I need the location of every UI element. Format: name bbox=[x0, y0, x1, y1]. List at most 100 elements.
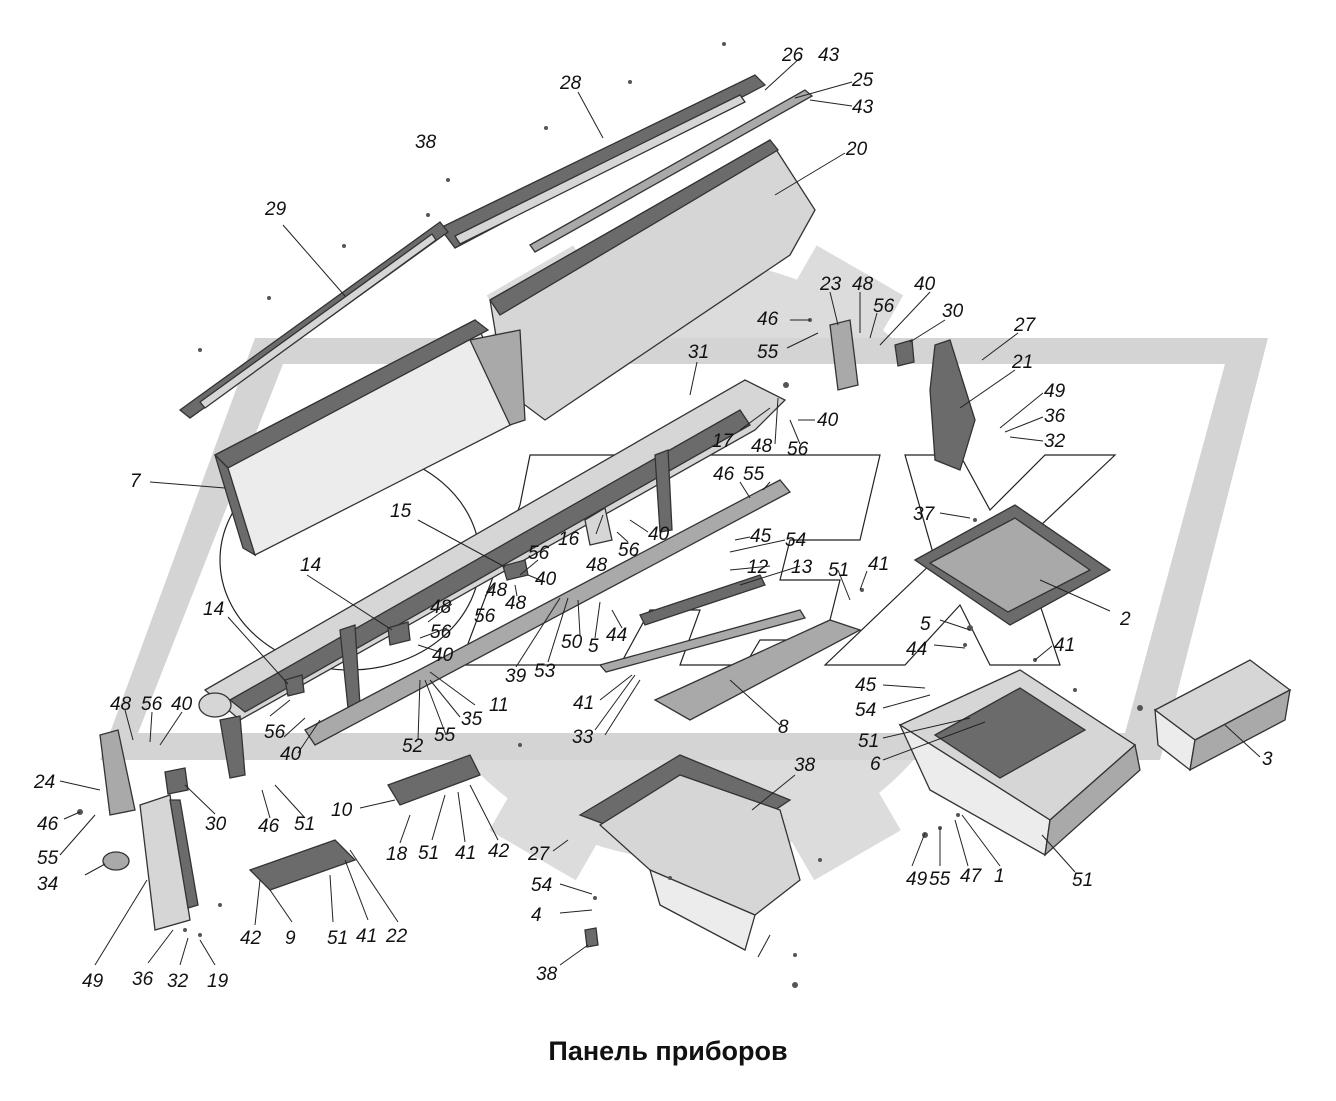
part-11-rail bbox=[304, 479, 792, 746]
callout: 24 bbox=[33, 772, 55, 793]
callout: 30 bbox=[205, 814, 227, 835]
callout: 15 bbox=[390, 501, 412, 522]
part-13-strip bbox=[598, 609, 807, 673]
callout: 33 bbox=[572, 727, 594, 748]
callout: 2 bbox=[1119, 609, 1131, 630]
callout: 56 bbox=[430, 622, 452, 643]
callout: 40 bbox=[648, 524, 670, 545]
part-1-glove-box bbox=[898, 669, 1141, 857]
callout: 44 bbox=[606, 625, 627, 646]
callout: 55 bbox=[757, 342, 779, 363]
callout: 41 bbox=[1054, 635, 1075, 656]
callout: 34 bbox=[37, 874, 58, 895]
callout: 40 bbox=[432, 645, 454, 666]
part-9-panel bbox=[248, 839, 357, 891]
callout: 48 bbox=[486, 580, 508, 601]
callout: 55 bbox=[743, 464, 765, 485]
part-30-clip-a bbox=[894, 339, 915, 367]
callout: 1 bbox=[994, 866, 1005, 887]
callout: 55 bbox=[929, 869, 951, 890]
callout: 21 bbox=[1011, 352, 1033, 373]
callout: 56 bbox=[264, 722, 286, 743]
part-31-dash-frame bbox=[198, 379, 787, 779]
callout: 27 bbox=[1013, 315, 1037, 336]
callout: 41 bbox=[868, 554, 889, 575]
part-2-tray bbox=[913, 504, 1112, 626]
part-22-side-bracket bbox=[139, 794, 199, 931]
callout: 40 bbox=[280, 744, 302, 765]
callout: 36 bbox=[1044, 406, 1066, 427]
callout: 51 bbox=[327, 928, 348, 949]
callout: 56 bbox=[528, 543, 550, 564]
part-3-box bbox=[1153, 659, 1292, 772]
callout: 40 bbox=[535, 569, 557, 590]
part-27-washer bbox=[102, 851, 130, 871]
callout: 53 bbox=[534, 661, 556, 682]
part-28-trim-strip bbox=[439, 74, 767, 249]
callout: 17 bbox=[712, 431, 735, 452]
callout: 25 bbox=[851, 70, 874, 91]
part-8-lower-plate bbox=[653, 619, 862, 721]
part-18-console-cover bbox=[578, 754, 801, 951]
callout: 51 bbox=[1072, 870, 1093, 891]
callout: 56 bbox=[618, 540, 640, 561]
callout: 46 bbox=[258, 816, 280, 837]
callout: 38 bbox=[415, 132, 437, 153]
callout: 38 bbox=[794, 755, 816, 776]
callout: 41 bbox=[455, 843, 476, 864]
callout: 48 bbox=[586, 555, 608, 576]
callout: 48 bbox=[110, 694, 132, 715]
callout: 47 bbox=[960, 866, 983, 887]
callout: 18 bbox=[386, 844, 408, 865]
callout: 39 bbox=[505, 666, 527, 687]
callout: 41 bbox=[573, 693, 594, 714]
callout: 51 bbox=[858, 731, 879, 752]
part-10-panel bbox=[387, 754, 481, 806]
callout: 5 bbox=[588, 636, 599, 657]
callout: 40 bbox=[817, 410, 839, 431]
callout: 54 bbox=[785, 530, 806, 551]
callout: 42 bbox=[240, 928, 262, 949]
callout: 35 bbox=[461, 709, 483, 730]
callout: 4 bbox=[531, 905, 542, 926]
callout: 48 bbox=[852, 274, 874, 295]
callout: 42 bbox=[488, 841, 510, 862]
callout: 11 bbox=[489, 695, 509, 716]
callout: 56 bbox=[873, 296, 895, 317]
callout: 8 bbox=[778, 717, 789, 738]
callout: 9 bbox=[285, 928, 296, 949]
part-29-trim-strip bbox=[178, 221, 449, 419]
callout: 48 bbox=[751, 436, 773, 457]
callout: 28 bbox=[559, 73, 582, 94]
callout: 5 bbox=[920, 614, 931, 635]
callout-labels: 26 43 25 43 28 20 38 29 23 48 40 30 27 4… bbox=[33, 45, 1273, 992]
callout: 38 bbox=[536, 964, 558, 985]
callout: 26 bbox=[781, 45, 804, 66]
callout: 46 bbox=[757, 309, 779, 330]
part-30-clip-b bbox=[164, 767, 189, 795]
callout: 40 bbox=[914, 274, 936, 295]
callout: 43 bbox=[852, 97, 874, 118]
callout: 51 bbox=[828, 560, 849, 581]
callout: 49 bbox=[906, 869, 928, 890]
callout: 45 bbox=[750, 526, 772, 547]
diagram-caption: Панель приборов bbox=[548, 1036, 788, 1066]
part-14-bracket-b bbox=[284, 674, 305, 697]
callout: 30 bbox=[942, 301, 964, 322]
callout: 51 bbox=[294, 814, 315, 835]
part-14-bracket-a bbox=[387, 621, 411, 646]
callout: 6 bbox=[870, 754, 881, 775]
callout: 7 bbox=[130, 471, 142, 492]
callout: 52 bbox=[402, 736, 424, 757]
leader-lines bbox=[59, 57, 1261, 966]
callout: 55 bbox=[37, 848, 59, 869]
callout: 49 bbox=[1044, 381, 1066, 402]
callout: 3 bbox=[1262, 749, 1273, 770]
part-23-bracket bbox=[829, 319, 859, 391]
callout: 10 bbox=[331, 800, 353, 821]
part-7-cluster-housing bbox=[213, 319, 526, 557]
callout: 48 bbox=[430, 597, 452, 618]
callout: 14 bbox=[203, 599, 224, 620]
callout: 32 bbox=[167, 971, 189, 992]
